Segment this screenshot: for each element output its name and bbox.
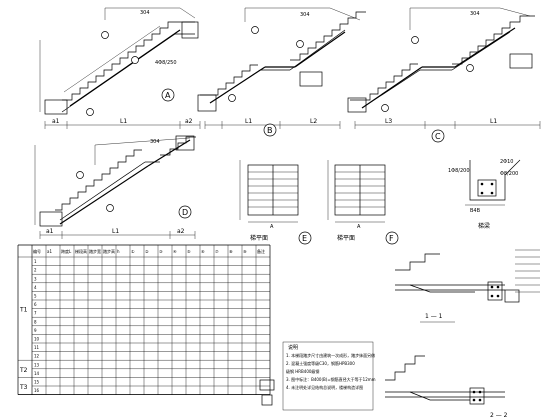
span-b-l1: L1 [245,118,252,125]
detail-d-marker [178,205,192,219]
table-row-id: 5 [34,294,37,299]
table-header-cell: ⑥ [201,249,205,254]
table-row-id: 2 [34,268,37,273]
plan-e-caption: 梯平面 [250,234,268,242]
detail-e: A 梯平面 E [239,160,312,245]
notes-box: 说明 1. 本梯段踏步尺寸由建筑一次成形，踏步抹面另做 2. 混凝土强度等级C3… [259,341,376,411]
plan-f-dim: A [357,224,361,230]
span-d-l1: L1 [112,228,119,235]
table-group-label: T1 [19,307,28,314]
span-d-a1: a1 [46,228,54,235]
detail-d: 304 a1 L1 a2 D [34,135,196,239]
table-header-cell: a1 [47,249,52,254]
detail-d-label: D [182,208,188,217]
table-row-id: 14 [34,371,40,376]
table-row-id: 11 [34,345,40,350]
detail-c-label: C [435,132,441,141]
table-header-cell: ⑨ [243,249,247,254]
table-header-cell: h [117,249,120,254]
detail-e-marker [298,231,312,245]
section-22-label: 2 — 2 [490,412,508,419]
span-a2: a2 [185,118,193,125]
table-header-cell: ① [131,249,135,254]
detail-c-marker [431,129,445,143]
detail-f: A 梯平面 F [327,160,399,245]
beam-dim-3: Φ8/200 [500,171,518,177]
beam-dim-1: 2Φ10 [500,159,513,165]
dim-b-top: 304 [300,12,310,18]
table-header-cell: ⑤ [187,249,191,254]
table-row-id: 7 [34,311,37,316]
table-row-id: 16 [34,388,40,393]
span-c-l1: L1 [490,118,497,125]
beam-section: 2Φ10 1Φ8/200 Φ8/200 B4B 梯梁 [448,159,521,230]
beam-caption: 梯梁 [478,222,490,230]
span-c-l3: L3 [385,118,392,125]
table-header-cell: ② [145,249,149,254]
detail-e-label: E [302,234,307,243]
dim-a-top: 304 [140,10,150,16]
table-row-id: 3 [34,276,37,281]
beam-dim-2: 1Φ8/200 [448,168,470,174]
table-header-cell: 编号 [33,248,41,254]
detail-b-marker [263,123,277,137]
span-b-l2: L2 [310,118,317,125]
table-row-id: 8 [34,319,37,324]
detail-c: 304 L3 L1 C [347,7,541,143]
section-2-2: 2 — 2 [385,355,508,419]
table-row-id: 1 [34,259,37,264]
detail-f-label: F [389,234,394,243]
span-d-a2: a2 [177,228,185,235]
span-l1: L1 [120,118,127,125]
span-a1: a1 [52,118,60,125]
beam-dim-bottom: B4B [470,208,481,214]
table-group-label: T2 [19,367,28,374]
detail-a: 304 4Φ8/250 a1 L1 a2 A [39,7,201,129]
dim-d-top: 304 [150,139,160,145]
dim-a-side: 4Φ8/250 [155,60,177,66]
table-header-cell: 梯段高 [75,248,87,254]
section-11-label: 1 — 1 [425,313,443,320]
table-header-cell: ④ [173,249,177,254]
table-header-cell: 跨度L [61,248,72,254]
notes-line-2: 2. 混凝土强度等级C30，钢筋HPB300 [286,360,355,366]
notes-line-5: 4. 未注明处详见结构总说明，楼梯构造详图 [286,384,363,390]
dim-c-top: 304 [470,11,480,17]
table-row-id: 12 [34,354,40,359]
table-row-id: 10 [34,337,40,342]
notes-line-3: 级钢 HRB400级钢 [286,368,319,374]
table-header-cell: 踏步宽 [89,248,101,254]
table-header-cell: ⑧ [229,249,233,254]
notes-title: 说明 [288,344,298,351]
table-header-cell: 备注 [257,248,265,254]
notes-line-1: 1. 本梯段踏步尺寸由建筑一次成形，踏步抹面另做 [286,352,375,358]
detail-b: 304 L1 L2 B [197,7,366,137]
table-header-cell: 踏步高 [103,248,115,254]
table-header-cell: ③ [159,249,163,254]
detail-a-label: A [165,91,171,100]
table-row-id: 4 [34,285,37,290]
table-row-id: 15 [34,380,40,385]
table-row-id: 13 [34,362,40,367]
table-row-id: 9 [34,328,37,333]
detail-b-label: B [267,126,273,135]
notes-line-4: 3. 图中标注：B400(B)=钢筋直径大于等于12mm [286,376,376,382]
plan-e-dim: A [270,224,274,230]
table-header-cell: ⑦ [215,249,219,254]
detail-f-marker [385,231,399,245]
detail-a-marker [161,88,175,102]
table-group-label: T3 [19,384,28,391]
table-row-id: 6 [34,302,37,307]
section-1-1: 1 — 1 [395,249,540,323]
plan-f-caption: 梯平面 [337,234,355,242]
